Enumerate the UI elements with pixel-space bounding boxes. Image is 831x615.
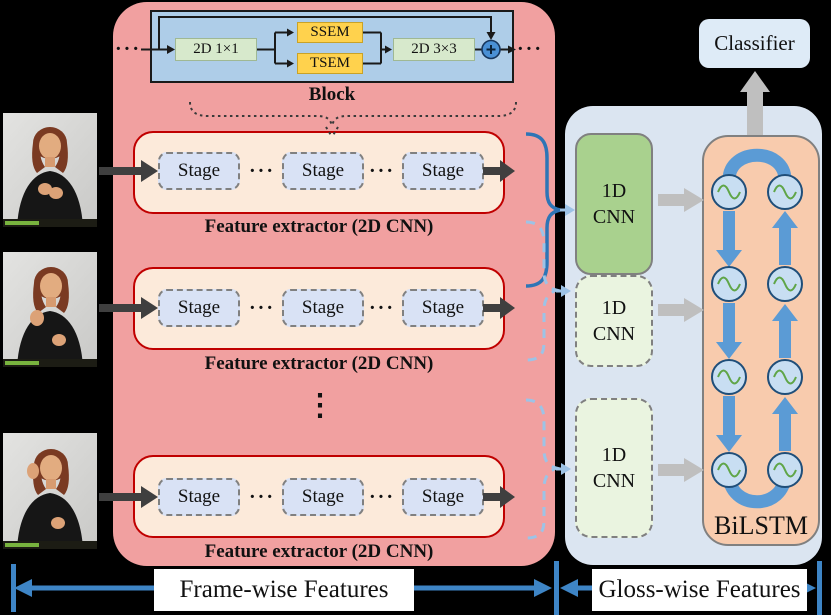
signer-frame-image [3,433,97,549]
cnn-1d-box-1: 1D CNN [575,133,653,275]
cnn-1d-label-line2: CNN [592,323,636,345]
cnn-1d-label-line1: 1D [601,180,627,202]
ellipsis-left: ··· [114,38,141,60]
signer-frame-image [3,113,97,227]
block-label: Block [308,84,356,105]
stage-box: Stage [402,478,484,516]
classifier-box: Classifier [699,19,810,68]
stage-box: Stage [282,152,364,190]
stage-ellipsis: ··· [368,486,395,508]
conv-2d-1x1-box: 2D 1×1 [175,38,257,61]
signer-frame-image [3,252,97,367]
stage-ellipsis: ··· [248,297,275,319]
tsem-box: TSEM [297,53,363,74]
stage-box: Stage [282,289,364,327]
extractor-label: Feature extractor (2D CNN) [204,353,434,374]
stage-ellipsis: ··· [248,160,275,182]
stage-ellipsis: ··· [368,297,395,319]
extractor-label: Feature extractor (2D CNN) [204,216,434,237]
ellipsis-right: ··· [516,38,543,60]
stage-box: Stage [402,152,484,190]
gloss-wise-features-label: Gloss-wise Features [592,569,807,611]
conv-2d-3x3-box: 2D 3×3 [393,38,475,61]
bilstm-panel [702,135,820,546]
extractor-label: Feature extractor (2D CNN) [204,541,434,562]
cnn-1d-label-line1: 1D [601,444,627,466]
stage-box: Stage [158,152,240,190]
cnn-1d-label-line2: CNN [592,206,636,228]
cnn-1d-box-2: 1D CNN [575,275,653,367]
stage-box: Stage [158,289,240,327]
stage-ellipsis: ··· [248,486,275,508]
stage-box: Stage [158,478,240,516]
vertical-ellipsis: ⋮ [305,389,335,422]
cnn-1d-label-line1: 1D [601,297,627,319]
cnn-1d-label-line2: CNN [592,470,636,492]
ssem-box: SSEM [297,22,363,43]
bilstm-label: BiLSTM [714,511,808,540]
cnn-1d-box-3: 1D CNN [575,398,653,538]
stage-box: Stage [282,478,364,516]
frame-wise-features-label: Frame-wise Features [154,569,414,611]
stage-box: Stage [402,289,484,327]
stage-ellipsis: ··· [368,160,395,182]
